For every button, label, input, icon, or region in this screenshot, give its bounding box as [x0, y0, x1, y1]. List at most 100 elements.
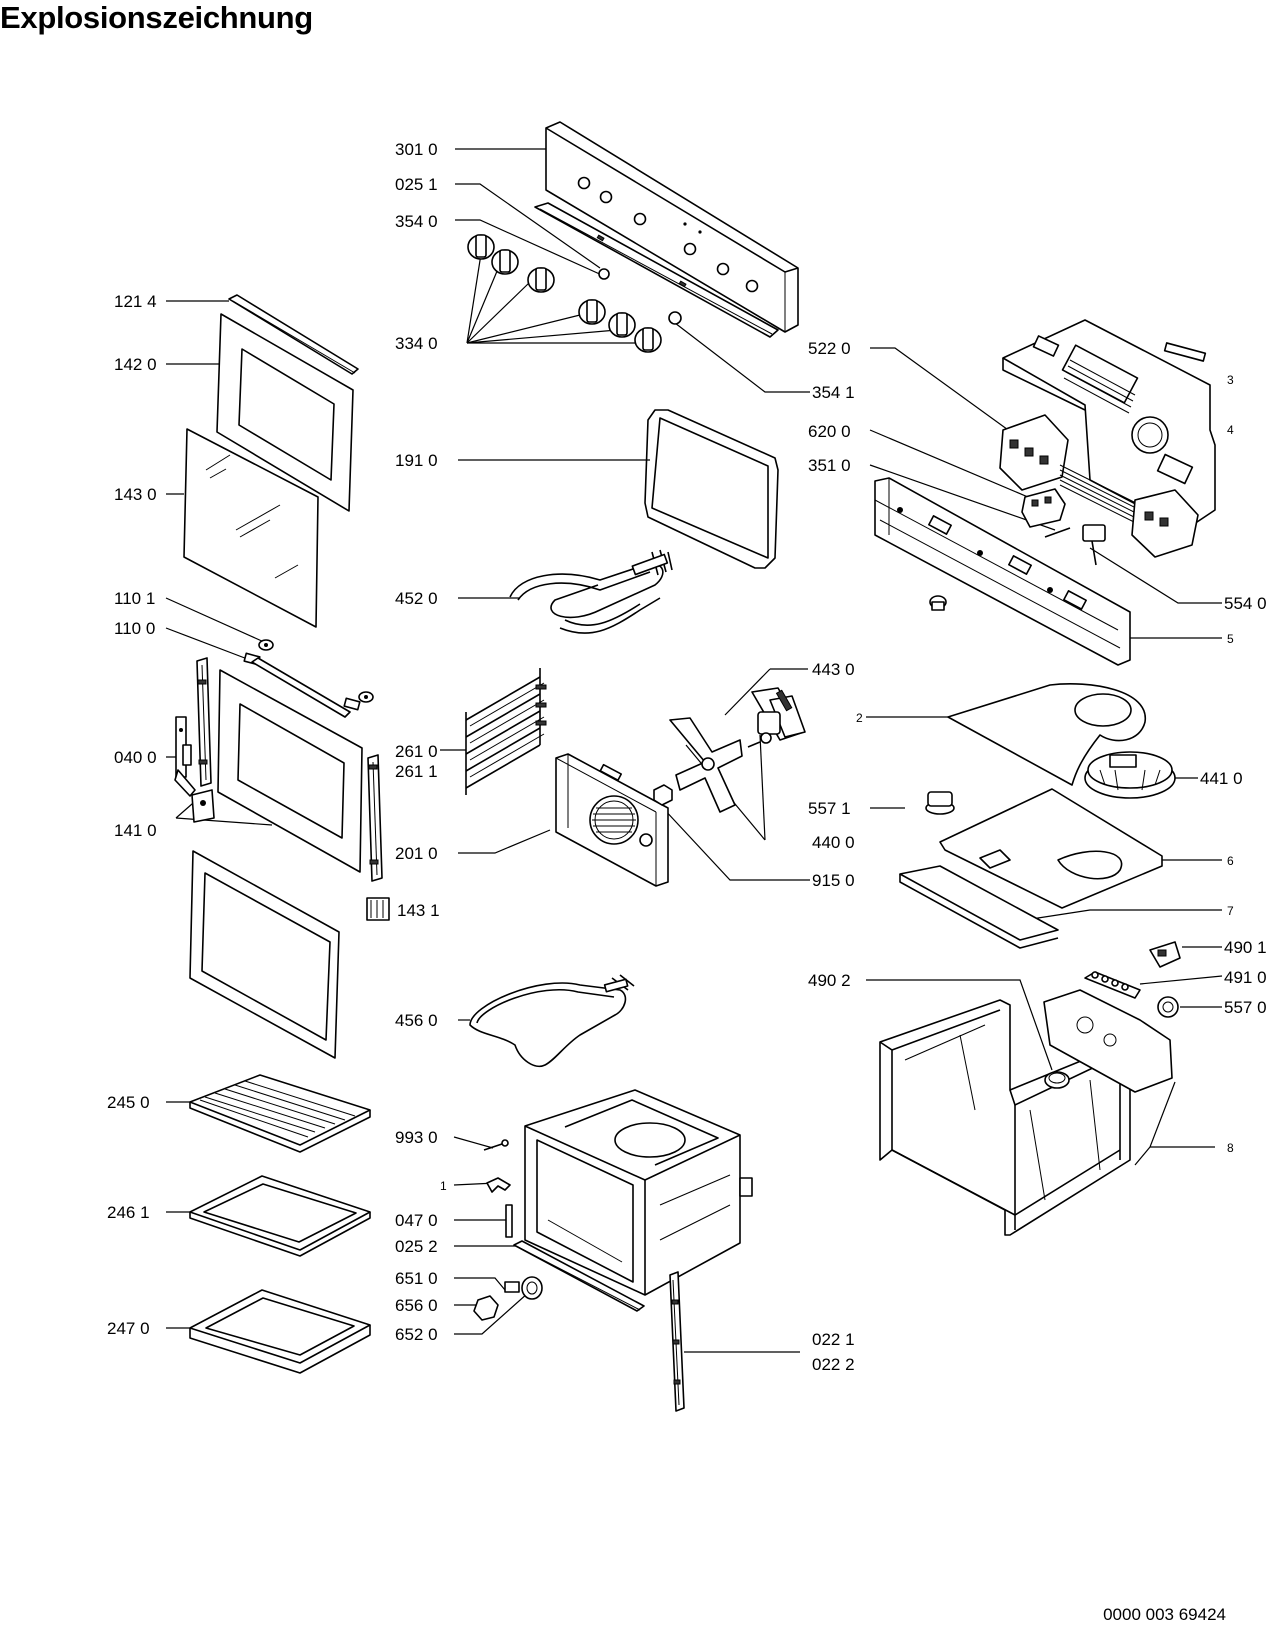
part-fan-cover — [555, 753, 669, 887]
callout-7: 7 — [1227, 904, 1234, 918]
callout-354-0: 354 0 — [395, 212, 438, 231]
part-side-rail — [669, 1271, 685, 1412]
callout-351-0: 351 0 — [808, 456, 851, 475]
part-lamp-cover — [1044, 1071, 1070, 1089]
part-terminal-strip — [1084, 971, 1141, 999]
part-fan-motor — [747, 687, 806, 748]
callout-022-2: 022 2 — [812, 1355, 855, 1374]
part-upper-heater — [509, 549, 673, 634]
callout-456-0: 456 0 — [395, 1011, 438, 1030]
part-door-top-profile — [228, 294, 359, 375]
callout-915-0: 915 0 — [812, 871, 855, 890]
document-number: 0000 003 69424 — [1103, 1605, 1226, 1624]
callout-651-0: 651 0 — [395, 1269, 438, 1288]
callout-4: 4 — [1227, 423, 1234, 437]
callout-557-1: 557 1 — [808, 799, 851, 818]
callout-354-1: 354 1 — [812, 383, 855, 402]
callout-8: 8 — [1227, 1141, 1234, 1155]
part-shelf-supports — [465, 668, 547, 795]
callout-334-0: 334 0 — [395, 334, 438, 353]
part-hinge-clips — [243, 639, 374, 711]
callout-261-1: 261 1 — [395, 762, 438, 781]
callout-201-0: 201 0 — [395, 844, 438, 863]
part-fan-nut — [653, 784, 673, 806]
callout-2: 2 — [856, 711, 863, 725]
callout-047-0: 047 0 — [395, 1211, 438, 1230]
part-fan-blade — [669, 717, 743, 813]
callout-557-0: 557 0 — [1224, 998, 1267, 1017]
callout-452-0: 452 0 — [395, 589, 438, 608]
callout-025-1: 025 1 — [395, 175, 438, 194]
callout-121-4: 121 4 — [114, 292, 157, 311]
part-clip — [486, 1177, 511, 1193]
part-inner-glass — [183, 428, 319, 628]
callout-491-0: 491 0 — [1224, 968, 1267, 987]
part-switch-module — [1149, 941, 1181, 968]
part-temperature-probe — [1044, 527, 1071, 538]
part-terminal-block-left — [999, 414, 1069, 491]
part-screw — [483, 1139, 509, 1151]
callout-3: 3 — [1227, 373, 1234, 387]
callout-5: 5 — [1227, 632, 1234, 646]
callout-620-0: 620 0 — [808, 422, 851, 441]
part-cooling-fan — [1084, 751, 1176, 799]
part-rear-top-assembly — [1002, 319, 1216, 531]
part-top-plate — [939, 788, 1163, 909]
part-deep-tray — [189, 1289, 371, 1374]
part-air-duct — [947, 682, 1146, 786]
callout-6: 6 — [1227, 854, 1234, 868]
callout-110-0: 110 0 — [114, 619, 155, 638]
callout-522-0: 522 0 — [808, 339, 851, 358]
part-door-side-profile-left — [196, 657, 212, 787]
part-chassis — [879, 989, 1173, 1236]
part-wire-shelf — [189, 1074, 371, 1153]
callout-301-0: 301 0 — [395, 140, 438, 159]
part-glass-clip — [366, 897, 390, 921]
callout-246-1: 246 1 — [107, 1203, 150, 1222]
callout-245-0: 245 0 — [107, 1093, 150, 1112]
leader-lines — [165, 148, 1223, 1353]
callout-443-0: 443 0 — [812, 660, 855, 679]
part-door-gasket — [644, 409, 779, 569]
part-panel-rail — [534, 202, 779, 338]
callout-025-2: 025 2 — [395, 1237, 438, 1256]
callout-1: 1 — [440, 1179, 447, 1193]
callout-040-0: 040 0 — [114, 748, 157, 767]
callout-652-0: 652 0 — [395, 1325, 438, 1344]
part-terminal-block-right — [1131, 489, 1199, 558]
part-inner-door — [217, 669, 363, 873]
callout-141-0: 141 0 — [114, 821, 157, 840]
part-front-plate — [899, 865, 1059, 949]
callout-143-0: 143 0 — [114, 485, 157, 504]
page-title: Explosionszeichnung — [0, 0, 313, 35]
part-oven-cavity — [524, 1089, 753, 1296]
part-control-panel — [545, 121, 799, 333]
part-door-hinge — [174, 716, 196, 797]
part-thermostat-lower — [1157, 996, 1179, 1018]
part-knob-bushings — [598, 268, 682, 325]
part-thermostat-upper — [925, 791, 955, 815]
part-door-top-trim — [251, 657, 351, 718]
callout-110-1: 110 1 — [114, 589, 155, 608]
callout-993-0: 993 0 — [395, 1128, 438, 1147]
part-rear-frame — [874, 477, 1131, 666]
callout-490-1: 490 1 — [1224, 938, 1267, 957]
part-hinge-bracket — [191, 789, 215, 823]
part-door-frame — [189, 850, 340, 1059]
part-lower-heater — [469, 974, 635, 1067]
callout-142-0: 142 0 — [114, 355, 157, 374]
callout-143-1: 143 1 — [397, 901, 440, 920]
callout-022-1: 022 1 — [812, 1330, 855, 1349]
part-selector-switch — [1021, 488, 1066, 528]
callout-labels: 301 0 025 1 354 0 121 4 142 0 334 0 354 … — [107, 140, 1267, 1374]
part-knobs — [467, 234, 662, 353]
part-frame-bushing — [929, 595, 947, 611]
callout-490-2: 490 2 — [808, 971, 851, 990]
callout-441-0: 441 0 — [1200, 769, 1243, 788]
callout-656-0: 656 0 — [395, 1296, 438, 1315]
part-lamp-assembly — [473, 1276, 543, 1321]
part-hinge-receiver — [505, 1204, 513, 1238]
part-baking-tray — [189, 1175, 371, 1257]
callout-554-0: 554 0 — [1224, 594, 1267, 613]
